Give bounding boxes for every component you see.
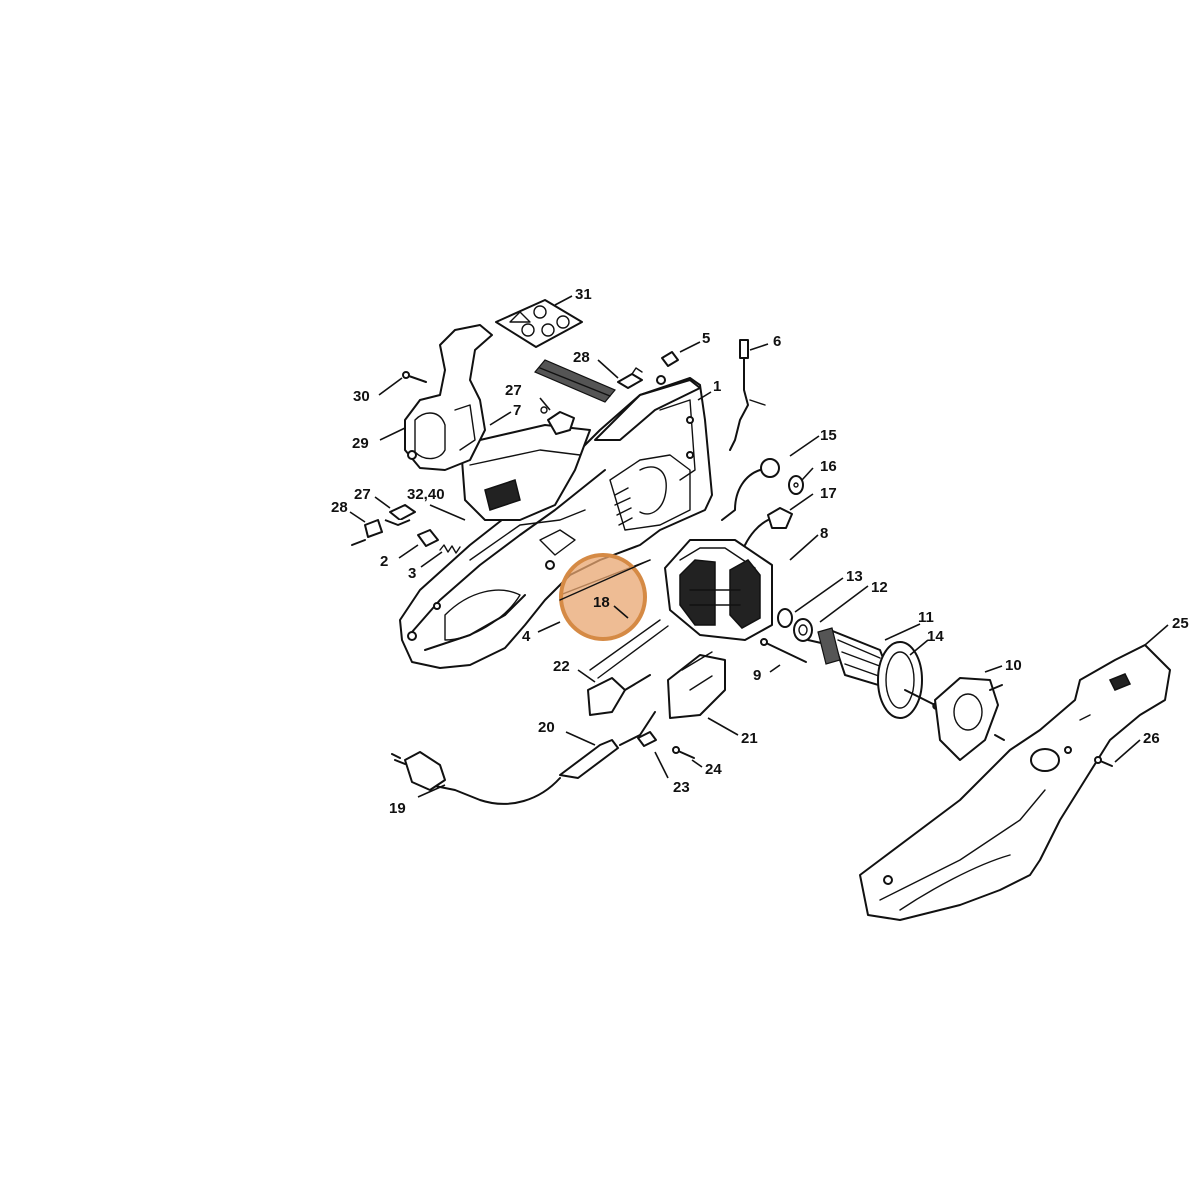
- switch-part-28-top: [617, 367, 643, 389]
- callout-26: 26: [1143, 730, 1160, 747]
- spring-part-3: [439, 544, 461, 554]
- callout-1: 1: [713, 378, 721, 395]
- callout-8: 8: [820, 525, 828, 542]
- callout-17: 17: [820, 485, 837, 502]
- switch-part-27-top: [540, 406, 575, 435]
- leader-lines: [349, 295, 1169, 798]
- screw-part-24: [672, 746, 695, 759]
- stator-part-8: [664, 539, 773, 641]
- callout-23: 23: [673, 779, 690, 796]
- screw-part-30: [402, 371, 427, 383]
- gear-part-14: [877, 641, 940, 719]
- switch-part-21: [667, 651, 726, 719]
- brush-holder-part-15: [721, 458, 780, 521]
- callout-30: 30: [353, 388, 370, 405]
- washer-part-13: [777, 608, 793, 628]
- callout-13: 13: [846, 568, 863, 585]
- callout-9: 9: [753, 667, 761, 684]
- bearing-cover-part-10: [934, 677, 1005, 761]
- callout-29: 29: [352, 435, 369, 452]
- callout-18: 18: [593, 594, 610, 611]
- callout-24: 24: [705, 761, 722, 778]
- cap-part-5: [661, 351, 679, 367]
- callout-22: 22: [553, 658, 570, 675]
- handle-grip: [534, 359, 616, 403]
- callout-19: 19: [389, 800, 406, 817]
- callout-11: 11: [918, 609, 934, 626]
- callout-7: 7: [513, 402, 521, 419]
- motor-cover-part-7: [461, 424, 591, 521]
- brush-part-17: [744, 507, 793, 546]
- switch-part-27-left: [384, 504, 416, 526]
- callout-10: 10: [1005, 657, 1022, 674]
- callout-32-40: 32,40: [407, 486, 445, 503]
- cable-part-6: [729, 339, 766, 451]
- callout-labels: 1 2 3 4 5 6 7 8 9 10 11 12 13 14 15 16 1…: [331, 286, 1189, 817]
- callout-2: 2: [380, 553, 388, 570]
- callout-14: 14: [927, 628, 944, 645]
- button-part-2: [417, 529, 439, 547]
- callout-28-top: 28: [573, 349, 590, 366]
- callout-31: 31: [575, 286, 592, 303]
- cable-clamp-part-22: [587, 674, 651, 716]
- callout-16: 16: [820, 458, 837, 475]
- highlight-circle: [559, 553, 647, 641]
- clamp-part-23: [637, 731, 657, 747]
- callout-27-left: 27: [354, 486, 371, 503]
- bearing-part-12: [793, 618, 813, 642]
- screw-part-26: [1094, 756, 1113, 767]
- callout-27-top: 27: [505, 382, 522, 399]
- switch-part-28-left: [351, 519, 383, 546]
- cover-part-25: [859, 644, 1171, 921]
- callout-15: 15: [820, 427, 837, 444]
- callout-6: 6: [773, 333, 781, 350]
- callout-3: 3: [408, 565, 416, 582]
- callout-4: 4: [522, 628, 531, 645]
- callout-5: 5: [702, 330, 710, 347]
- washer-part-16: [788, 475, 804, 495]
- rear-handle-part-29: [404, 324, 493, 471]
- warning-label-part-31: [495, 299, 583, 348]
- callout-25: 25: [1172, 615, 1189, 632]
- callout-28-left: 28: [331, 499, 348, 516]
- callout-21: 21: [741, 730, 758, 747]
- screw-part-9: [760, 638, 807, 663]
- callout-20: 20: [538, 719, 555, 736]
- callout-12: 12: [871, 579, 888, 596]
- highlight-wire: [559, 559, 651, 601]
- power-cord-part-19-20: [391, 711, 656, 805]
